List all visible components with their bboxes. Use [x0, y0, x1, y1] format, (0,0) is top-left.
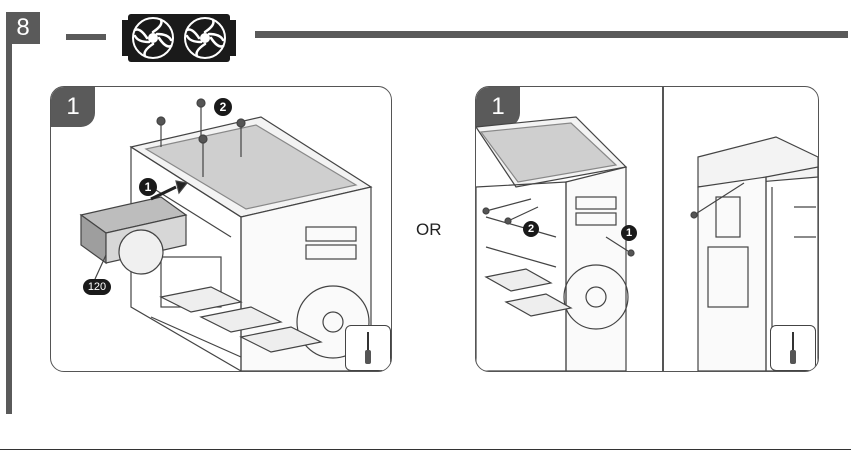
callout-badge-2: 2 [214, 98, 232, 116]
case-top-radiator-illustration [51, 87, 391, 371]
screwdriver-icon [771, 326, 815, 370]
header-bar [255, 31, 848, 38]
page-bottom-rule [0, 449, 851, 450]
or-separator: OR [416, 220, 442, 240]
step-number: 8 [6, 12, 40, 44]
screwdriver-icon [346, 326, 390, 370]
fan-size-badge: 120 [83, 279, 111, 295]
callout-badge-1: 1 [139, 178, 157, 196]
step-rail-vertical [6, 44, 12, 414]
screwdriver-tool-box [345, 325, 391, 371]
dual-fan-radiator-icon [122, 14, 236, 62]
screwdriver-tool-box [770, 325, 816, 371]
callout-badge-1: 1 [621, 225, 637, 241]
illustration-panel-right: 1 [475, 86, 819, 372]
illustration-panel-left: 1 [50, 86, 392, 372]
header-dash [66, 34, 106, 40]
callout-badge-2: 2 [523, 221, 539, 237]
